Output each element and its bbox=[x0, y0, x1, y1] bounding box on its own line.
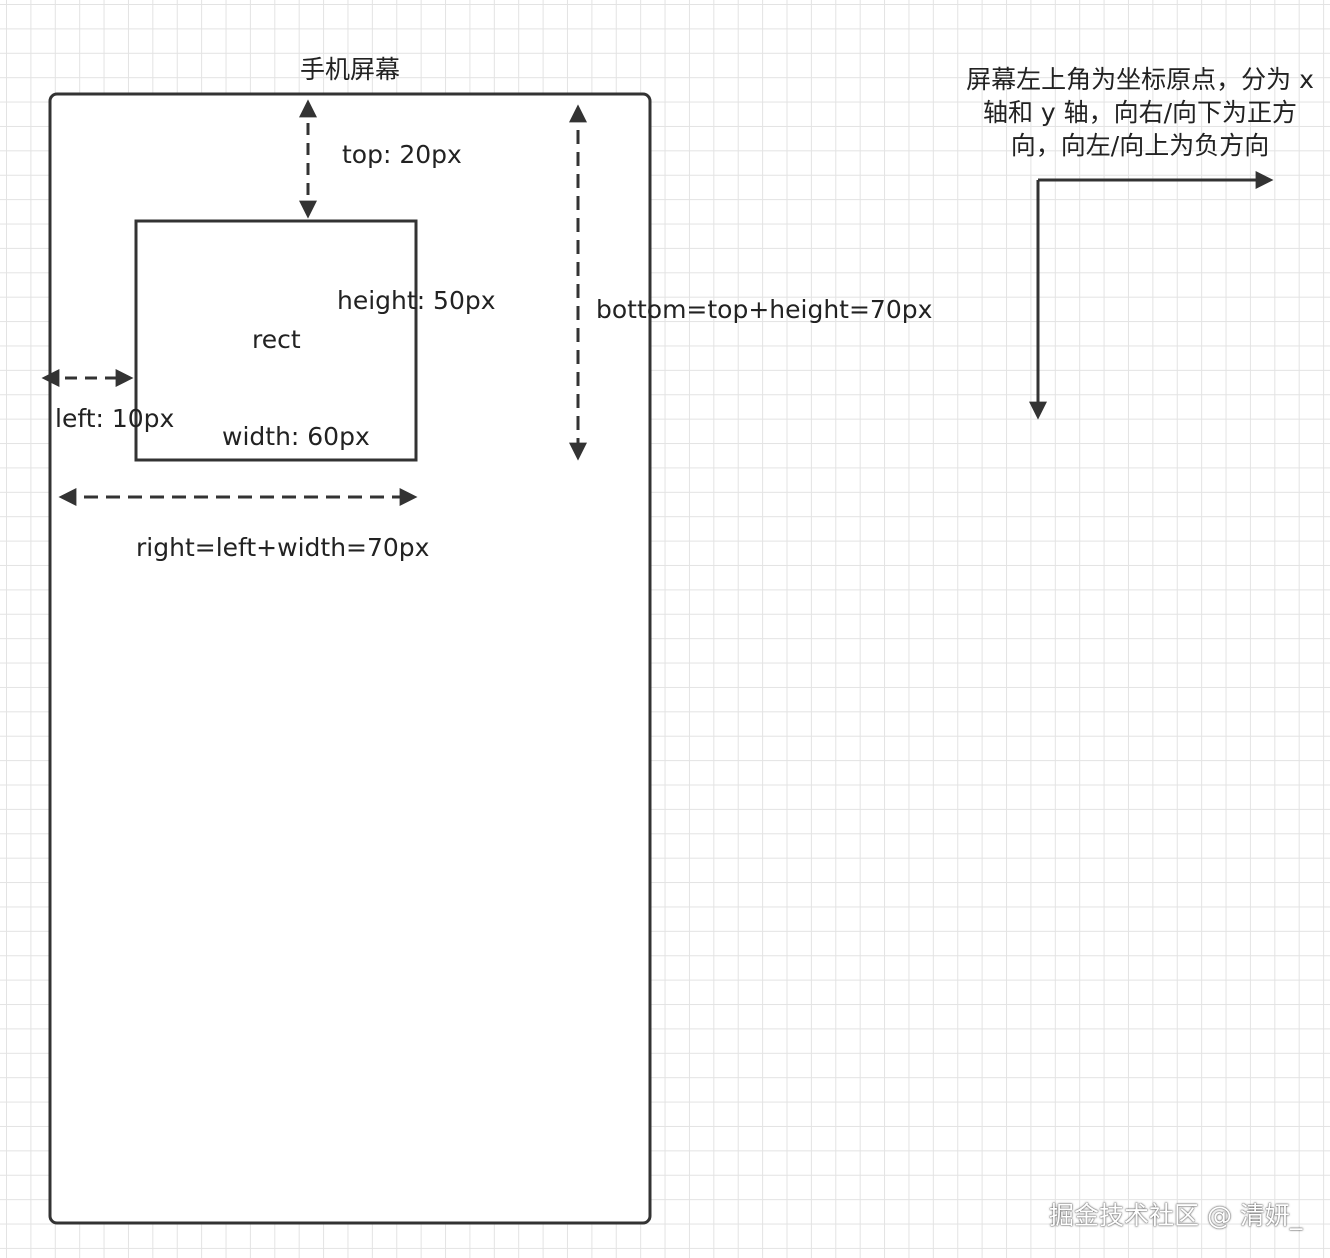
rect-label: rect bbox=[252, 325, 301, 354]
height-label: height: 50px bbox=[337, 286, 496, 315]
rect-box bbox=[134, 219, 418, 462]
left-label: left: 10px bbox=[55, 404, 175, 433]
screen-title: 手机屏幕 bbox=[300, 55, 401, 84]
top-label: top: 20px bbox=[342, 140, 462, 169]
axis-note: 屏幕左上角为坐标原点，分为 x 轴和 y 轴，向右/向下为正方 向，向左/向上为… bbox=[950, 63, 1330, 162]
width-label: width: 60px bbox=[222, 422, 370, 451]
watermark: 掘金技术社区 @ 清妍_ bbox=[1049, 1201, 1303, 1230]
axis-note-line: 屏幕左上角为坐标原点，分为 x bbox=[966, 65, 1314, 94]
axis-note-line: 向，向左/向上为负方向 bbox=[1010, 131, 1270, 160]
right-label: right=left+width=70px bbox=[136, 533, 430, 562]
axis-note-line: 轴和 y 轴，向右/向下为正方 bbox=[982, 98, 1298, 127]
bottom-label: bottom=top+height=70px bbox=[596, 295, 933, 324]
